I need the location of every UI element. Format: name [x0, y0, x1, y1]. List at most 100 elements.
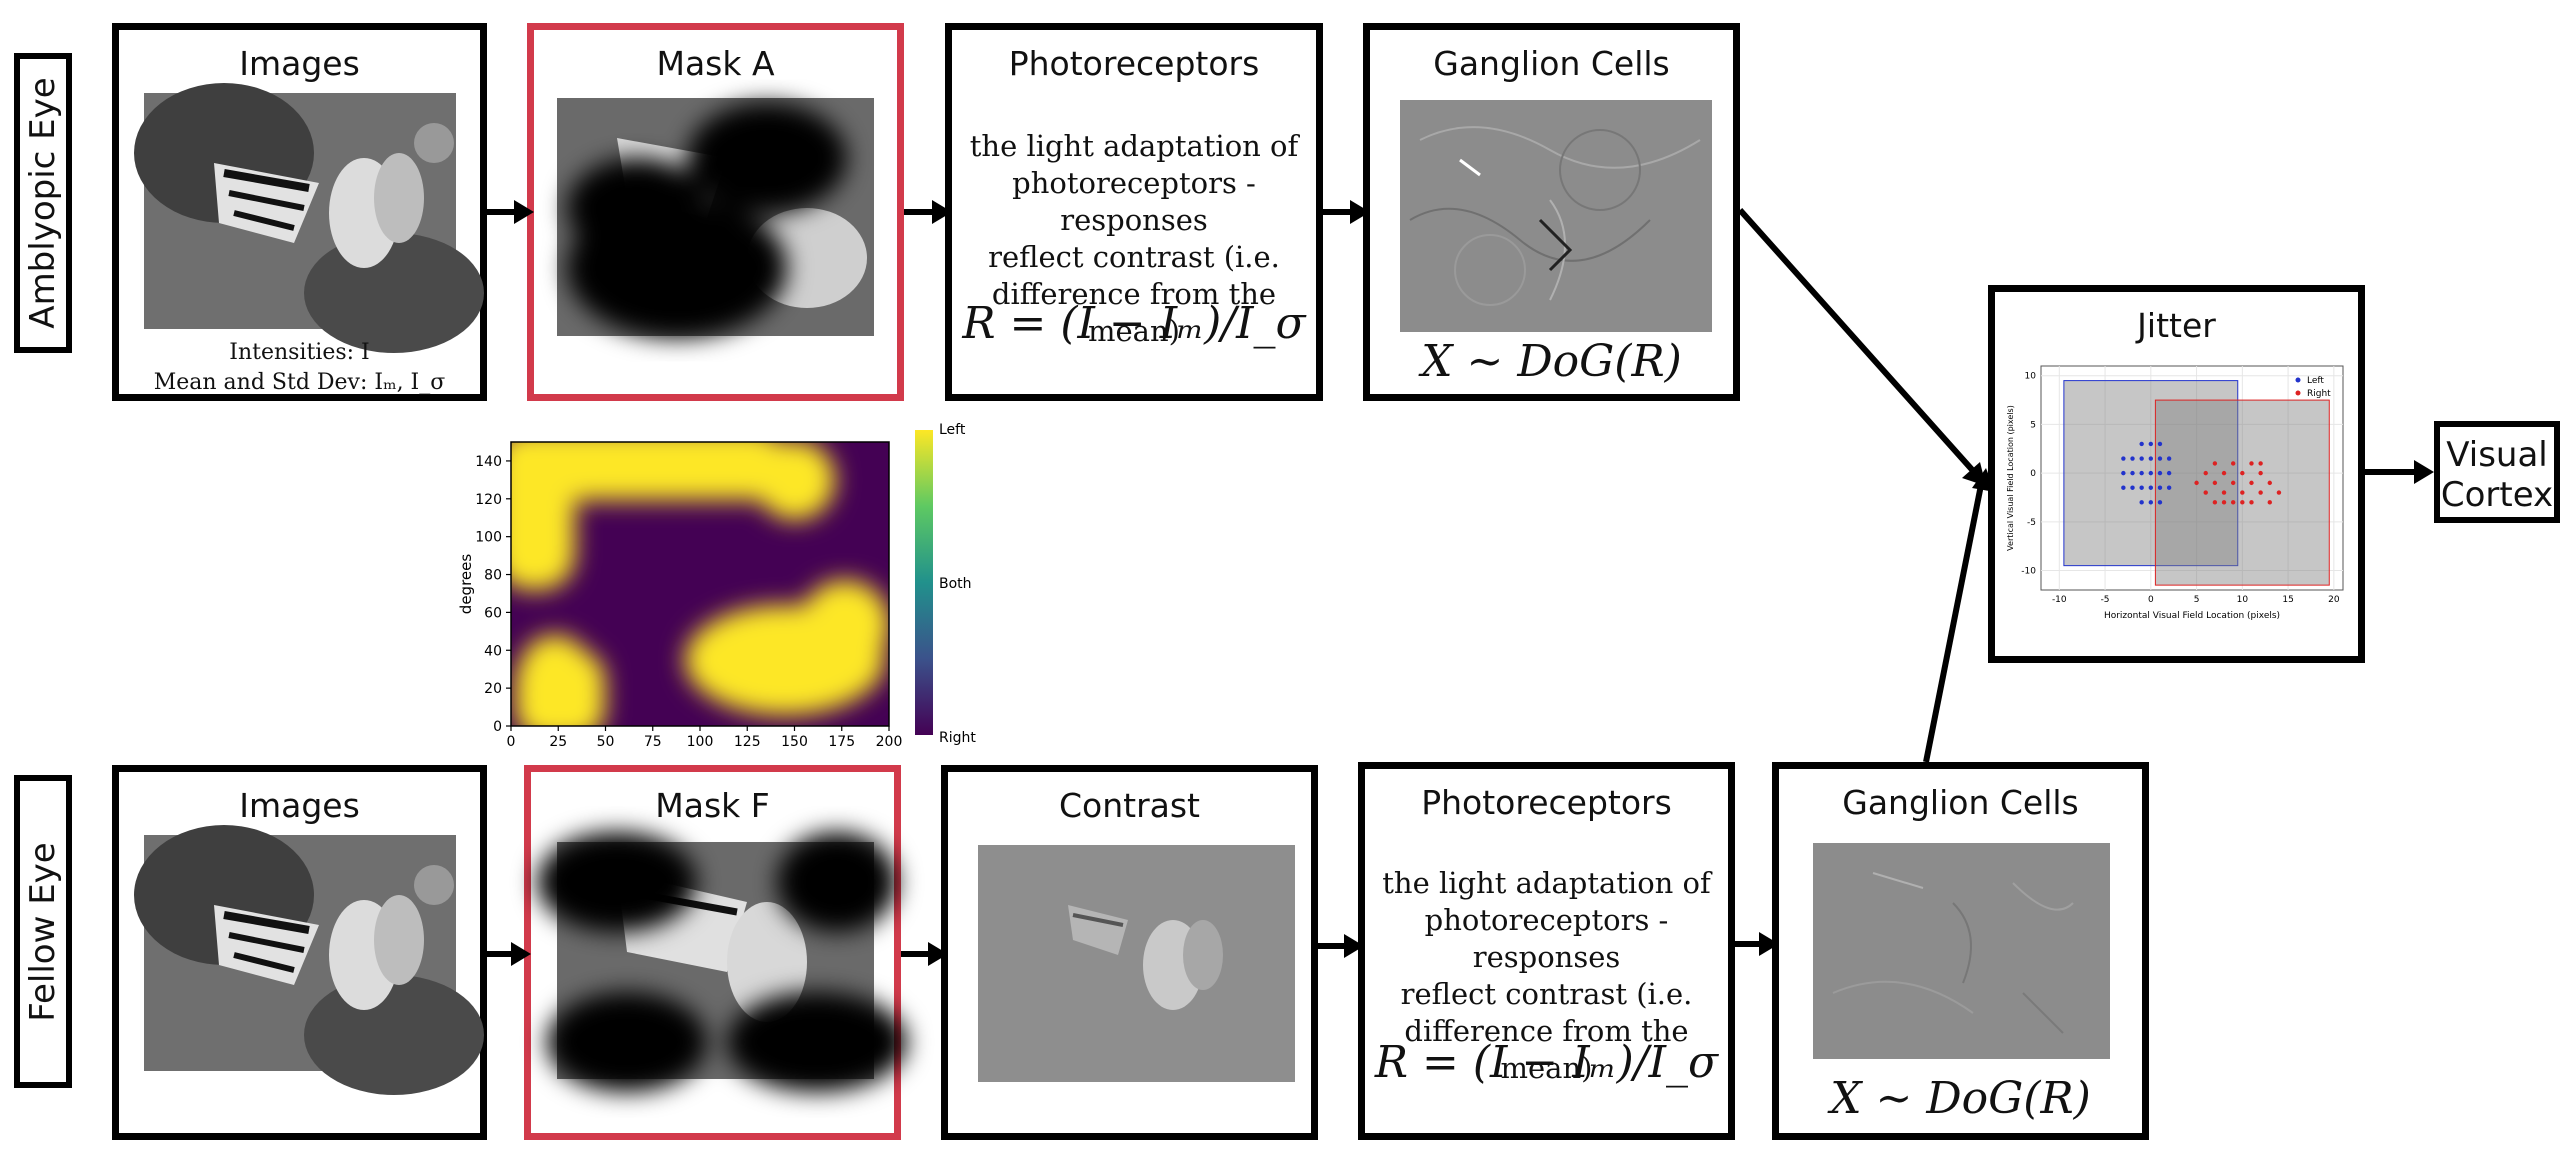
jitter-xtick-label: 0 — [2148, 595, 2154, 605]
heatmap-xtick-label: 0 — [507, 734, 516, 750]
jitter-point-left — [2148, 485, 2154, 490]
amblyopic-ganglion-box: Ganglion Cells X ~ DoG(R) — [1363, 23, 1740, 401]
jitter-point-right — [2276, 490, 2282, 495]
legend-right-marker — [2295, 390, 2301, 396]
heatmap-xtick-label: 175 — [828, 734, 855, 750]
fellow-photoreceptors-title: Photoreceptors — [1421, 783, 1672, 822]
heatmap-ytick-label: 100 — [475, 530, 502, 546]
jitter-ytick-label: 5 — [2030, 420, 2036, 430]
heatmap-ytick-label: 80 — [484, 568, 502, 584]
arrow-ganglion-f-to-jitter — [1923, 479, 1985, 763]
jitter-ytick-label: -10 — [2021, 567, 2036, 577]
jitter-point-left — [2139, 441, 2144, 447]
heatmap-ytick-label: 140 — [475, 454, 502, 470]
jitter-point-left — [2130, 485, 2135, 490]
amblyopic-photoreceptors-title: Photoreceptors — [1008, 44, 1260, 83]
heatmap-xtick-label: 25 — [549, 734, 567, 750]
mean-std-caption: Mean and Std Dev: Iₘ, I_σ — [153, 370, 446, 395]
jitter-point-left — [2157, 500, 2163, 505]
jitter-point-left — [2157, 485, 2163, 490]
jitter-point-left — [2139, 500, 2144, 505]
amblyopic-images-title: Images — [239, 44, 360, 83]
jitter-point-left — [2157, 470, 2163, 476]
jitter-point-left — [2130, 470, 2135, 476]
fellow-ganglion-formula: X ~ DoG(R) — [1830, 1073, 2091, 1124]
jitter-point-left — [2148, 470, 2154, 476]
mask-a-title: Mask A — [656, 44, 775, 83]
legend-left-marker — [2295, 377, 2301, 383]
heatmap-xtick-label: 50 — [597, 734, 615, 750]
amblyopic-photoreceptors-formula: R = (I − Iₘ)/I_σ — [962, 298, 1306, 349]
legend-right-label: Right — [2307, 389, 2331, 399]
jitter-point-left — [2139, 470, 2144, 476]
intensities-caption: Intensities: I — [229, 340, 370, 365]
legend-left-label: Left — [2307, 376, 2324, 386]
jitter-point-right — [2230, 500, 2236, 505]
amblyopic-eye-label: Amblyopic Eye — [14, 53, 72, 353]
fellow-images-photo — [134, 825, 484, 1095]
jitter-point-right — [2240, 500, 2245, 505]
jitter-point-left — [2121, 456, 2126, 461]
heatmap-ylabel: degrees — [457, 554, 475, 615]
jitter-point-right — [2221, 470, 2227, 476]
jitter-xtick-label: -10 — [2052, 595, 2067, 605]
jitter-xtick-label: -5 — [2101, 595, 2110, 605]
fellow-eye-label: Fellow Eye — [14, 775, 72, 1088]
heatmap-ytick-label: 40 — [484, 643, 502, 659]
jitter-point-left — [2148, 456, 2154, 461]
jitter-point-right — [2230, 461, 2236, 466]
mask-a-photo — [557, 98, 874, 338]
jitter-point-left — [2166, 485, 2172, 490]
jitter-point-right — [2258, 470, 2263, 476]
jitter-xtick-label: 5 — [2194, 595, 2200, 605]
jitter-point-right — [2258, 490, 2263, 495]
heatmap-ytick-label: 120 — [475, 492, 502, 508]
jitter-point-right — [2267, 480, 2272, 486]
visual-cortex-label: Visual Cortex — [2440, 435, 2554, 515]
heatmap-xtick-label: 100 — [687, 734, 714, 750]
jitter-point-right — [2249, 500, 2254, 505]
visual-cortex-box: Visual Cortex — [2434, 421, 2560, 523]
jitter-point-right — [2267, 500, 2272, 505]
mask-f-photo — [537, 832, 907, 1092]
fellow-images-title: Images — [239, 786, 360, 825]
amblyopic-photoreceptors-box: Photoreceptors the light adaptation of p… — [945, 23, 1323, 401]
colorbar-both-label: Both — [939, 576, 972, 592]
jitter-point-right — [2212, 461, 2218, 466]
mask-a-box: Mask A — [527, 23, 904, 401]
jitter-point-right — [2194, 480, 2199, 486]
heatmap-xtick-label: 125 — [734, 734, 761, 750]
fellow-photoreceptors-formula: R = (I − Iₘ)/I_σ — [1374, 1037, 1719, 1088]
jitter-point-right — [2249, 461, 2254, 466]
jitter-point-right — [2203, 470, 2208, 476]
fellow-photoreceptors-desc: the light adaptation of photoreceptors -… — [1382, 866, 1711, 1085]
jitter-point-left — [2157, 441, 2163, 447]
jitter-point-left — [2130, 456, 2135, 461]
heatmap-ytick-label: 0 — [493, 719, 502, 735]
jitter-ytick-label: -5 — [2027, 518, 2036, 528]
amblyopic-ganglion-formula: X ~ DoG(R) — [1421, 336, 1682, 387]
jitter-xtick-label: 15 — [2282, 595, 2293, 605]
jitter-point-left — [2139, 485, 2144, 490]
contrast-title: Contrast — [1058, 786, 1200, 825]
jitter-xtick-label: 10 — [2237, 595, 2249, 605]
amblyopic-images-box: Images Intensities: I Mean and Std Dev: … — [112, 23, 487, 401]
amblyopic-ganglion-title: Ganglion Cells — [1433, 44, 1670, 83]
fellow-ganglion-title: Ganglion Cells — [1842, 783, 2079, 822]
colorbar-right-label: Right — [939, 730, 976, 746]
jitter-ylabel: Vertical Visual Field Location (pixels) — [2006, 405, 2015, 551]
amblyopic-photoreceptors-desc: the light adaptation of photoreceptors -… — [969, 129, 1299, 348]
jitter-point-right — [2212, 480, 2218, 486]
jitter-point-left — [2166, 456, 2172, 461]
jitter-point-right — [2230, 480, 2236, 486]
jitter-point-left — [2157, 456, 2163, 461]
heatmap-colorbar — [915, 430, 933, 735]
jitter-point-right — [2221, 500, 2227, 505]
heatmap-xtick-label: 200 — [876, 734, 903, 750]
fellow-photoreceptors-box: Photoreceptors the light adaptation of p… — [1358, 762, 1735, 1140]
mask-f-box: Mask F — [524, 765, 907, 1140]
jitter-xtick-label: 20 — [2328, 595, 2340, 605]
